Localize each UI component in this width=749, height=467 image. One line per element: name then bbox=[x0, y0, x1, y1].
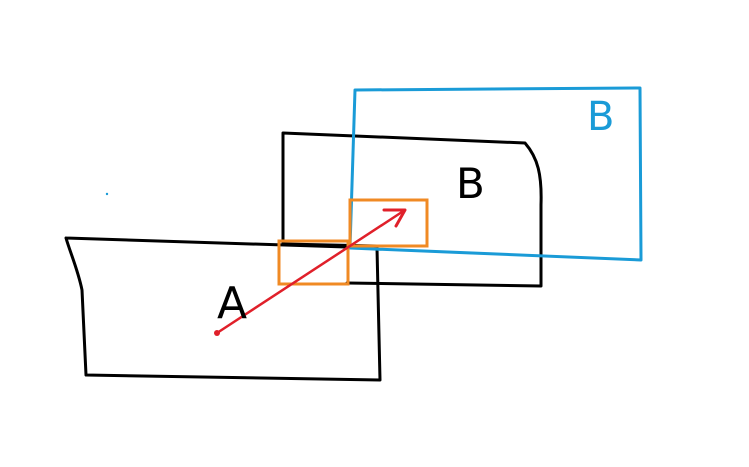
rect-b-moved-outline bbox=[348, 86, 643, 262]
overlap-rect-moved bbox=[348, 198, 429, 248]
arrow-origin-dot bbox=[214, 330, 220, 336]
stray-dot bbox=[105, 192, 109, 196]
overlap-rect-initial bbox=[277, 239, 350, 286]
direction-arrow-shaft bbox=[215, 208, 407, 335]
rect-b-outline bbox=[281, 131, 543, 288]
label-rect-a: A bbox=[217, 278, 247, 329]
rect-a-outline bbox=[64, 236, 382, 382]
label-rect-b: B bbox=[456, 159, 485, 208]
label-rect-b-moved: B bbox=[587, 94, 614, 140]
direction-arrow-head bbox=[382, 208, 407, 228]
